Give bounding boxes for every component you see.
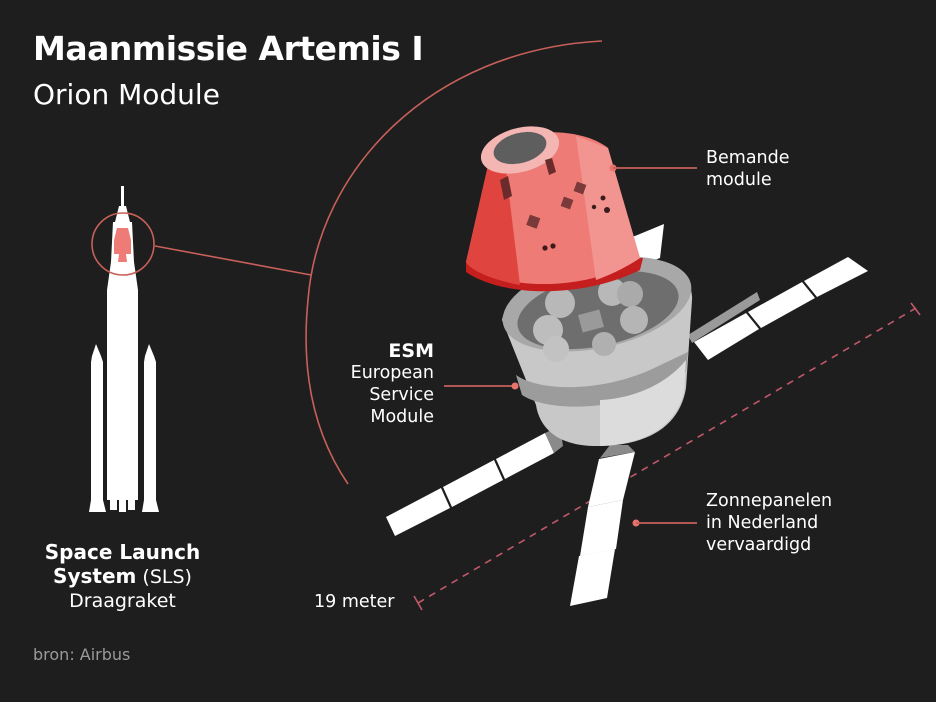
esm-label-line1: European xyxy=(350,363,434,383)
callout-crew-module xyxy=(609,164,697,172)
crew-module-label-line1: Bemande xyxy=(706,148,790,168)
solar-panels-label-line3: vervaardigd xyxy=(706,535,812,555)
span-tick-right xyxy=(910,302,921,316)
span-tick-left xyxy=(413,595,423,611)
solar-panels-label-line1: Zonnepanelen xyxy=(706,491,833,511)
solar-panels-label: Zonnepanelen in Nederland vervaardigd xyxy=(706,490,832,556)
sls-rocket-icon xyxy=(89,186,159,512)
rocket-orion-highlight-icon xyxy=(114,228,131,262)
callout-esm xyxy=(444,382,519,390)
crew-module-illustration xyxy=(466,126,643,292)
esm-label-abbr: ESM xyxy=(388,340,434,362)
zoom-arc xyxy=(305,40,603,485)
sls-name-line1: Space Launch xyxy=(44,540,201,564)
rocket-zoom-circle xyxy=(91,212,155,276)
sls-label: Space Launch System (SLS) Draagraket xyxy=(30,540,215,613)
page-title: Maanmissie Artemis I xyxy=(33,29,424,68)
esm-label-line3: Module xyxy=(370,407,434,427)
span-label: 19 meter xyxy=(314,592,395,612)
span-dimension-line xyxy=(417,307,917,604)
solar-array-right xyxy=(688,257,868,360)
zoom-connector-line xyxy=(154,245,312,276)
esm-label: ESM European Service Module xyxy=(330,340,434,428)
crew-module-label-line2: module xyxy=(706,170,772,190)
solar-panels-label-line2: in Nederland xyxy=(706,513,819,533)
sls-name-line2: System xyxy=(53,564,137,588)
source-credit: bron: Airbus xyxy=(33,645,131,664)
sls-abbr: (SLS) xyxy=(142,566,192,588)
solar-array-bottom xyxy=(570,445,635,606)
sls-type: Draagraket xyxy=(69,590,176,612)
callout-solar-panels xyxy=(632,519,697,527)
esm-label-line2: Service xyxy=(369,385,434,405)
page-subtitle: Orion Module xyxy=(33,78,220,111)
solar-array-left xyxy=(386,426,563,536)
crew-module-label: Bemande module xyxy=(706,147,790,191)
